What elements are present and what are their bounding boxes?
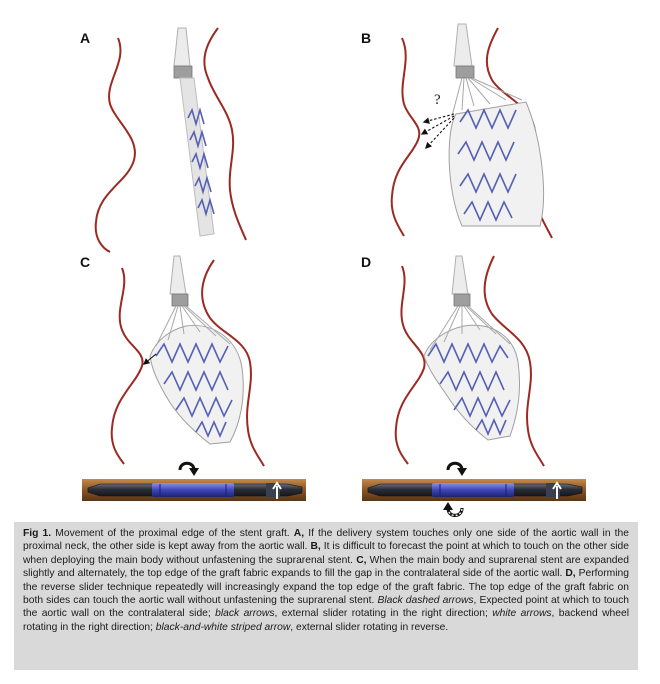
aortic-wall-right bbox=[201, 259, 265, 467]
white-arrow bbox=[552, 481, 562, 499]
panel-a bbox=[94, 27, 247, 253]
aortic-wall-right bbox=[483, 255, 545, 467]
figure-caption: Fig 1. Movement of the proximal edge of … bbox=[14, 522, 638, 670]
external-slider bbox=[432, 483, 514, 497]
figure: A B C D ? bbox=[80, 23, 586, 518]
suprarenal-struts bbox=[451, 77, 523, 117]
caption-key-white: white arrows bbox=[492, 608, 552, 620]
aortic-wall-left bbox=[110, 267, 144, 465]
contact-arrow bbox=[142, 353, 157, 365]
caption-key-dashed-text: , Expected point at which to touch the a… bbox=[23, 595, 630, 620]
caption-intro: Movement of the proximal edge of the ste… bbox=[51, 528, 294, 539]
caption-c-label: C, bbox=[356, 554, 367, 566]
aortic-wall-left bbox=[394, 265, 426, 465]
external-slider bbox=[152, 483, 234, 497]
panel-label-a: A bbox=[80, 30, 91, 46]
caption-key-striped: black-and-white striped arrow bbox=[155, 621, 291, 633]
rotation-arrow-black-head bbox=[189, 468, 199, 476]
stent-wire bbox=[427, 342, 511, 437]
caption-d-label: D, bbox=[565, 568, 576, 580]
caption-fig-label: Fig 1. bbox=[23, 528, 52, 539]
delivery-tip bbox=[169, 255, 187, 295]
caption-a-label: A, bbox=[293, 528, 305, 539]
caption-key-dashed: Black dashed arrows bbox=[377, 595, 474, 607]
delivery-band bbox=[173, 65, 193, 79]
stent-wire bbox=[155, 342, 233, 439]
caption-c-text: When the main body and suprarenal stent … bbox=[23, 554, 629, 580]
dashed-arrow bbox=[422, 113, 455, 124]
panel-b bbox=[390, 23, 553, 239]
rotation-arrow-black-head bbox=[457, 468, 467, 476]
device-photo-c bbox=[82, 461, 306, 501]
graft-body bbox=[149, 324, 244, 445]
delivery-band bbox=[455, 65, 475, 79]
delivery-band bbox=[171, 293, 189, 307]
caption-key-striped-text: , external slider rotating in reverse. bbox=[290, 621, 449, 633]
device-photo-d bbox=[362, 461, 586, 518]
white-arrow bbox=[272, 481, 282, 499]
panel-label-d: D bbox=[361, 254, 372, 270]
caption-key-black-text: , external slider rotating in the right … bbox=[274, 608, 493, 620]
dashed-arrow bbox=[420, 115, 455, 135]
striped-reverse-arrow-stripes bbox=[447, 507, 463, 517]
caption-b-label: B, bbox=[310, 541, 321, 553]
aortic-wall-left bbox=[390, 37, 421, 237]
panel-label-c: C bbox=[80, 254, 91, 270]
aortic-wall-left bbox=[94, 37, 136, 253]
caption-key-white-text: , backend wheel rotating in the right di… bbox=[23, 608, 630, 633]
question-mark: ? bbox=[434, 92, 441, 108]
striped-reverse-arrow-head bbox=[443, 502, 453, 510]
stent-wire bbox=[457, 108, 517, 222]
caption-key-black: black arrows bbox=[215, 608, 275, 620]
caption-d-text: Performing the reverse slider technique … bbox=[23, 568, 629, 607]
suprarenal-struts bbox=[429, 305, 511, 351]
caption-a-text: If the delivery system touches only one … bbox=[23, 528, 629, 553]
stent-wire bbox=[187, 107, 215, 217]
delivery-tip bbox=[453, 23, 473, 67]
suprarenal-struts bbox=[155, 305, 231, 347]
graft-body bbox=[448, 101, 544, 227]
dashed-arrow bbox=[425, 117, 455, 149]
panel-label-b: B bbox=[361, 30, 372, 46]
delivery-tip bbox=[173, 27, 191, 67]
panel-c bbox=[110, 255, 265, 467]
delivery-tip bbox=[451, 255, 469, 295]
aortic-wall-right bbox=[203, 27, 247, 241]
caption-b-text: It is difficult to forecast the point at… bbox=[23, 541, 629, 566]
delivery-band bbox=[453, 293, 471, 307]
panel-d bbox=[394, 255, 545, 467]
